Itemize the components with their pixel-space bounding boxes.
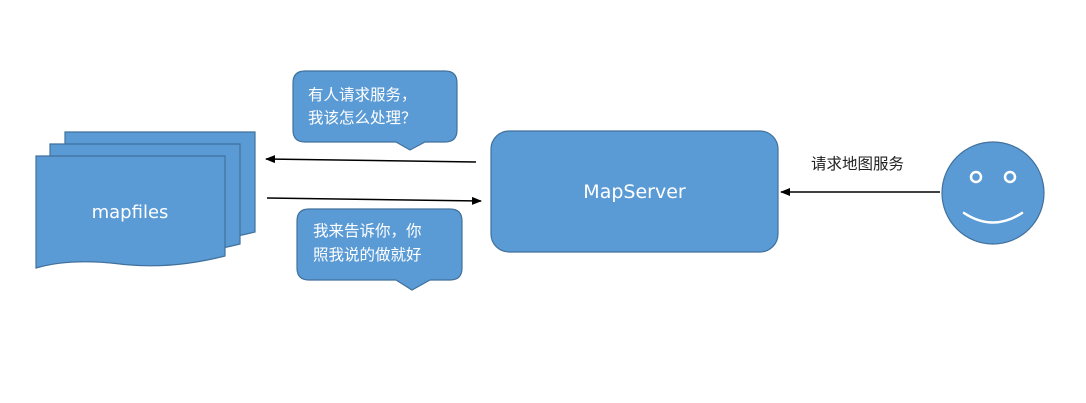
left-eye — [969, 170, 983, 184]
arrow-mapserver-to-mapfiles — [265, 155, 477, 164]
smiley-face-icon[interactable] — [941, 141, 1045, 245]
mapserver-node[interactable]: MapServer — [490, 130, 779, 253]
mapserver-box — [490, 130, 779, 253]
question-speech-bubble: 有人请求服务， 我该怎么处理？ — [292, 70, 458, 151]
answer-line-2: 照我说的做就好 — [313, 246, 422, 264]
mapfiles-front-page — [35, 155, 226, 269]
answer-bubble-shape — [296, 208, 463, 291]
answer-line-1: 我来告诉你，你 — [313, 222, 422, 240]
face-circle — [941, 141, 1045, 245]
arrow-mapfiles-to-mapserver — [266, 196, 482, 205]
answer-speech-bubble: 我来告诉你，你 照我说的做就好 — [296, 208, 463, 291]
question-line-2: 我该怎么处理？ — [308, 109, 417, 127]
question-bubble-shape — [292, 70, 458, 151]
smile — [962, 211, 1024, 224]
mapfiles-document-stack[interactable]: mapfiles — [35, 131, 256, 269]
mapfiles-label: mapfiles — [92, 202, 169, 223]
mapserver-label: MapServer — [583, 181, 686, 203]
right-eye — [1003, 170, 1017, 184]
question-line-1: 有人请求服务， — [308, 86, 417, 104]
request-map-service-label: 请求地图服务 — [811, 155, 904, 173]
